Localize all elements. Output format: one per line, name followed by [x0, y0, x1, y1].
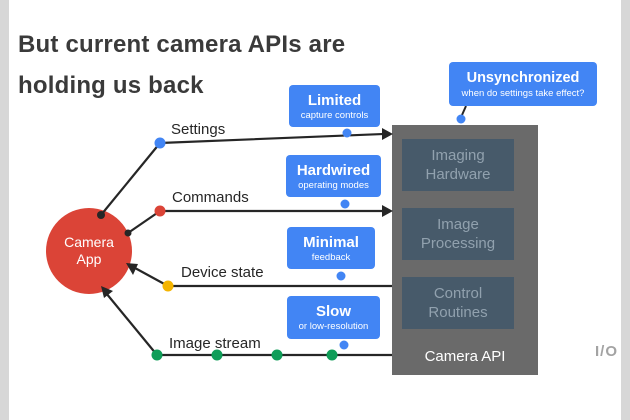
camera-api-label: Camera API — [424, 348, 506, 365]
image-stream-dot — [151, 349, 163, 361]
callout-minimal-connector-dot — [336, 271, 346, 281]
callout-minimal: Minimal feedback — [287, 227, 375, 269]
callout-slow-title: Slow — [315, 303, 351, 320]
callout-limited: Limited capture controls — [289, 85, 380, 127]
camera-app-label-line2: App — [76, 251, 102, 267]
callout-hardwired-title: Hardwired — [296, 161, 371, 179]
unsynchronized-stem — [461, 105, 467, 116]
module-control-routines: Control Routines — [402, 277, 514, 329]
callout-hardwired-connector-dot — [340, 199, 350, 209]
callout-minimal-subtitle: feedback — [311, 251, 351, 263]
module-label-line: Processing — [420, 235, 496, 252]
camera-app-node: Camera App — [46, 208, 132, 294]
unsynchronized-connector-dot — [456, 114, 466, 124]
google-io-logo: I/O — [595, 343, 619, 360]
slide-title-line2: holding us back — [18, 72, 204, 99]
settings-dot — [154, 137, 166, 149]
module-imaging-hardware: Imaging Hardware — [402, 139, 514, 191]
callout-slow-subtitle: or low-resolution — [298, 321, 369, 332]
module-label-line: Hardware — [425, 166, 491, 183]
module-label-line: Control — [433, 285, 483, 302]
left-letterbox — [0, 0, 9, 420]
device-state-dot — [162, 280, 174, 292]
callout-limited-title: Limited — [307, 91, 362, 109]
camera-app-label-line1: Camera — [64, 234, 114, 250]
right-letterbox — [621, 0, 630, 420]
callout-limited-connector-dot — [342, 128, 352, 138]
callout-unsynchronized-subtitle: when do settings take effect? — [461, 87, 585, 99]
callout-limited-subtitle: capture controls — [300, 109, 369, 121]
callout-unsynchronized: Unsynchronized when do settings take eff… — [449, 62, 597, 106]
callout-hardwired-subtitle: operating modes — [298, 179, 369, 191]
module-label-line: Routines — [428, 304, 488, 321]
image-stream-dot — [326, 349, 338, 361]
module-label-line: Image — [437, 216, 479, 233]
callout-slow: Slow or low-resolution — [287, 296, 380, 339]
slide-title-line1: But current camera APIs are — [18, 31, 346, 58]
module-label-line: Imaging — [431, 147, 485, 164]
channel-label-image-stream: Image stream — [169, 335, 261, 352]
image-stream-dot — [271, 349, 283, 361]
callout-hardwired: Hardwired operating modes — [286, 155, 381, 197]
slide-title: But current camera APIs are holding us ba… — [18, 24, 345, 106]
channel-label-commands: Commands — [172, 189, 249, 206]
camera-api-box: Imaging Hardware Image Processing Contro… — [392, 125, 538, 375]
channel-label-settings: Settings — [171, 121, 226, 138]
commands-dot — [154, 205, 166, 217]
callout-minimal-title: Minimal — [303, 233, 359, 251]
module-image-processing: Image Processing — [402, 208, 514, 260]
callout-unsynchronized-title: Unsynchronized — [466, 69, 580, 86]
channel-label-device-state: Device state — [181, 264, 264, 281]
callout-slow-connector-dot — [339, 340, 349, 350]
